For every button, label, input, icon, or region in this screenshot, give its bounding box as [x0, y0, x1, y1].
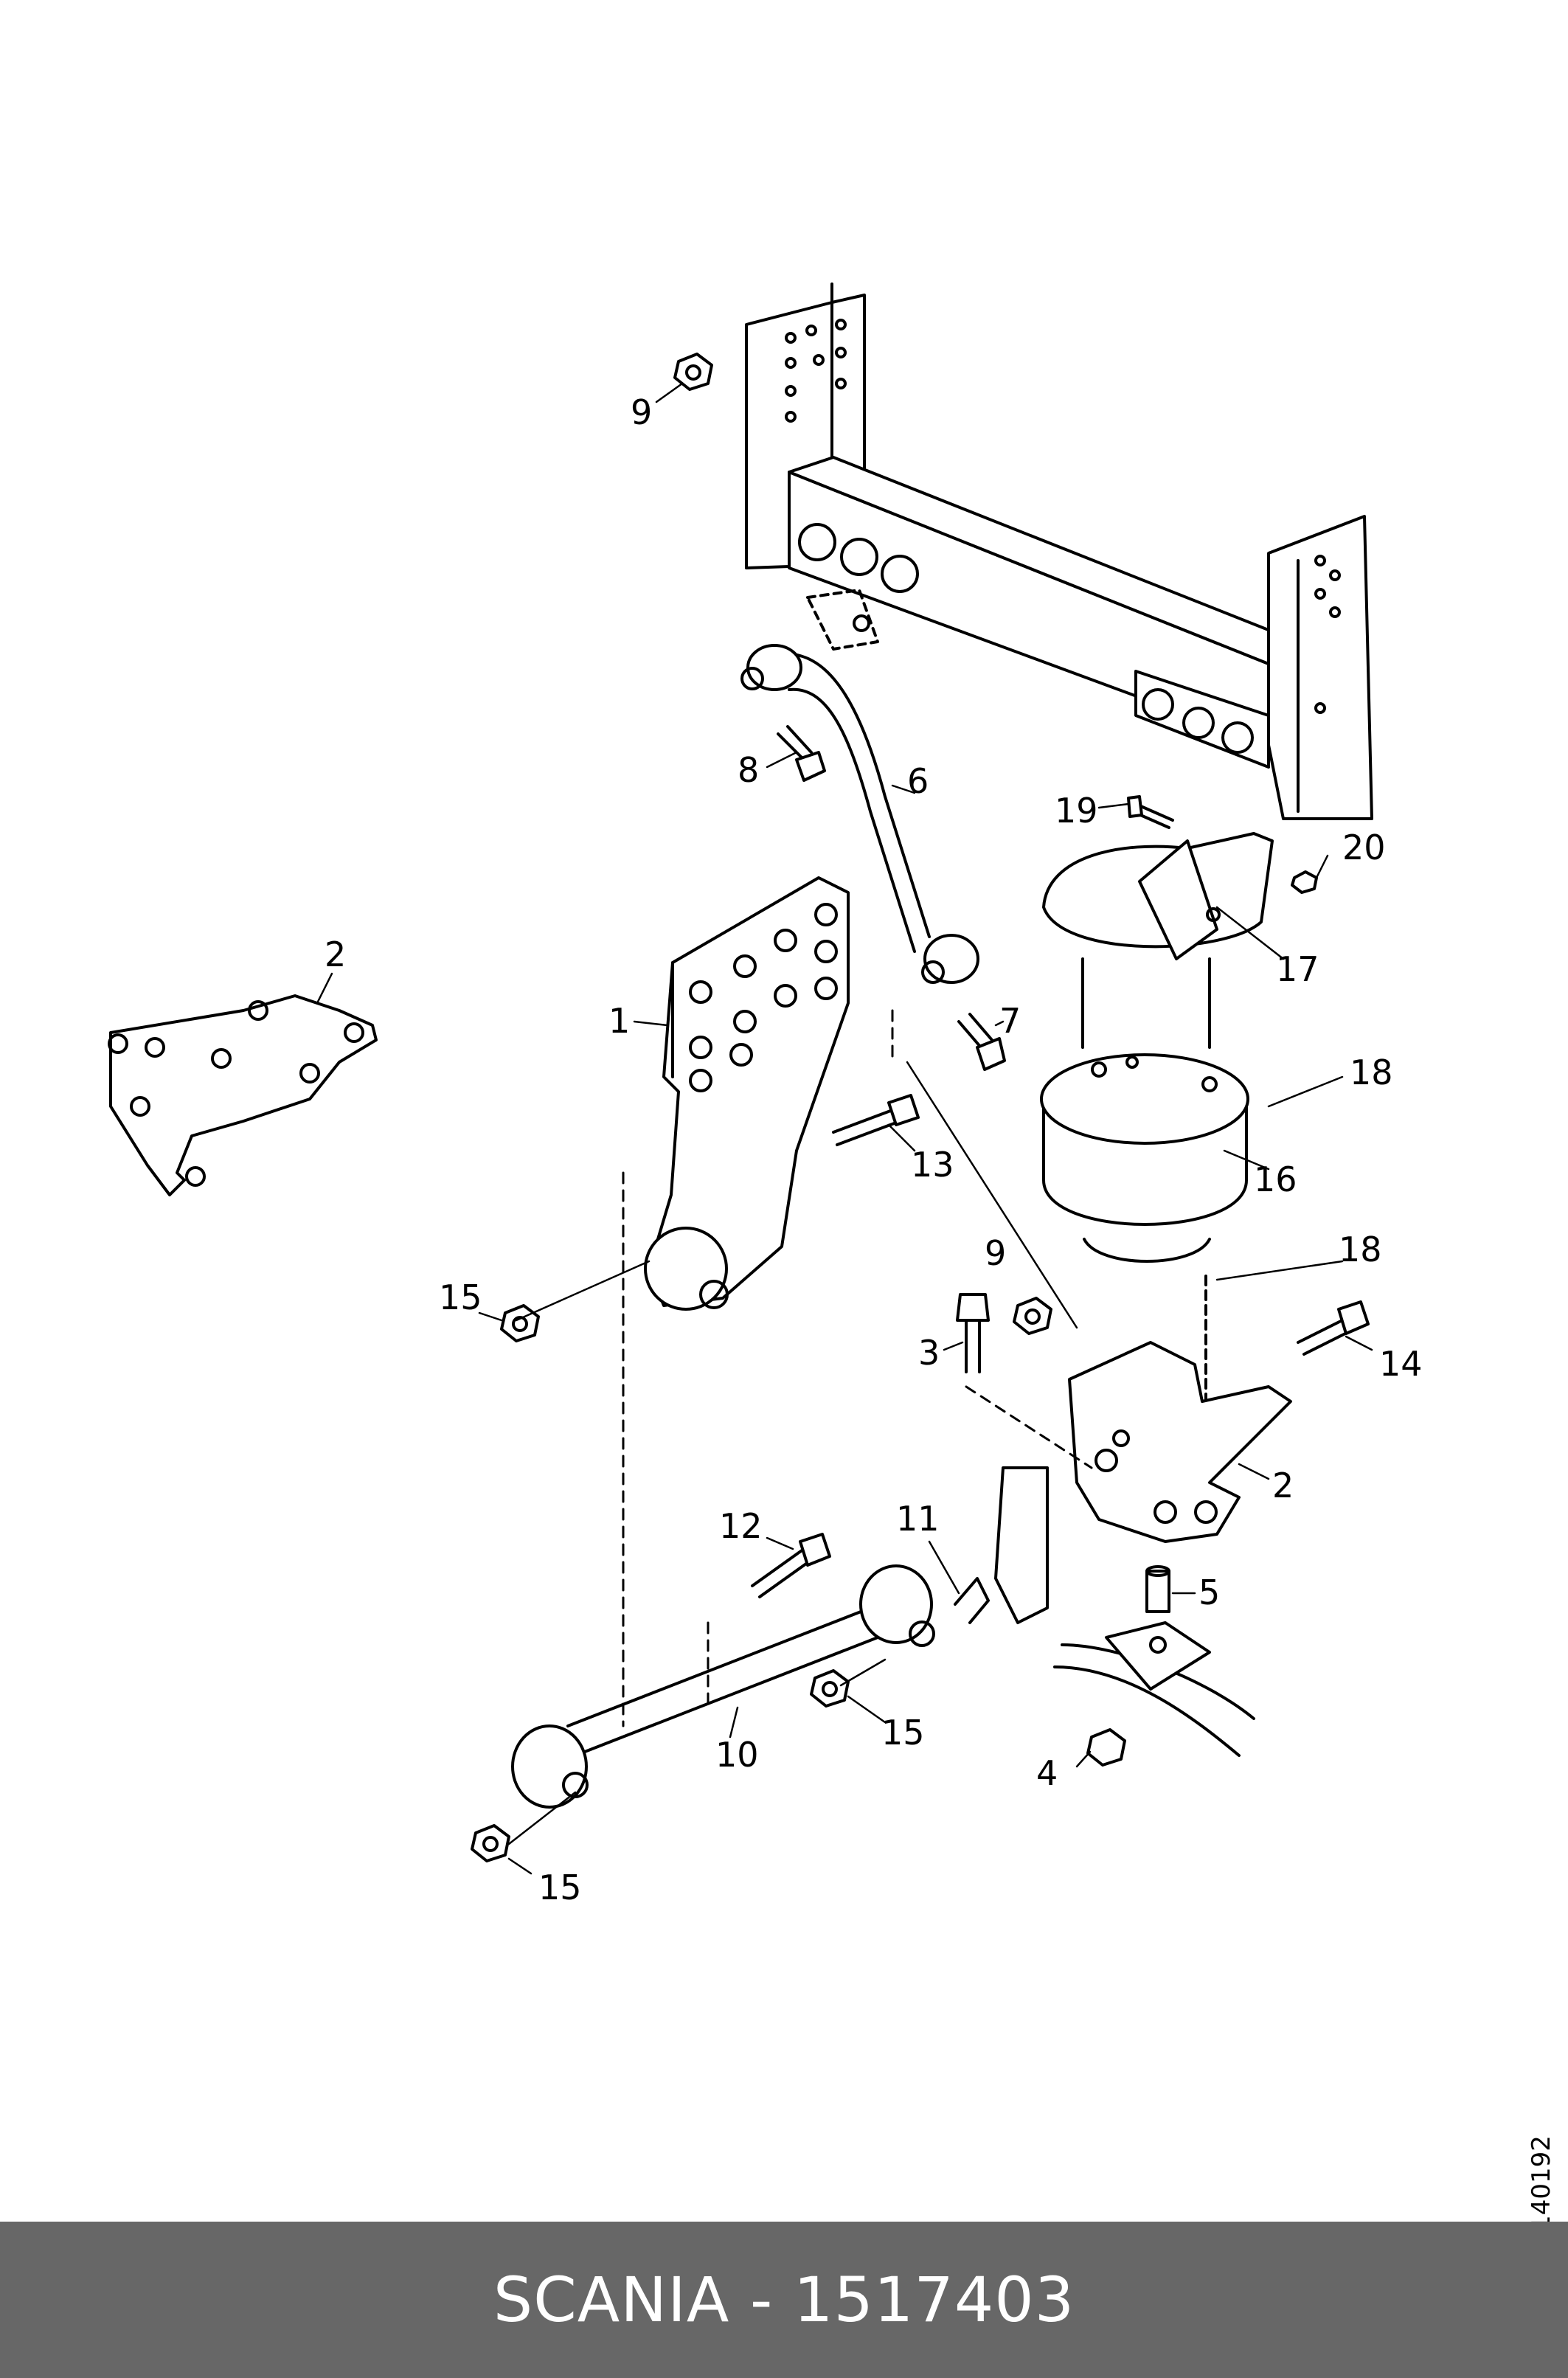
axle-bracket-2-right	[994, 1341, 1292, 1624]
nut-4	[1086, 1728, 1126, 1767]
bolt-7	[957, 1013, 1006, 1071]
callout-11: 11	[896, 1499, 940, 1539]
nut-9-mid	[1013, 1297, 1052, 1335]
axle-housing	[1053, 1621, 1255, 1757]
callout-4: 4	[1036, 1753, 1058, 1793]
callout-2-left: 2	[325, 935, 346, 974]
callout-14: 14	[1379, 1344, 1423, 1384]
nut-15-bot	[471, 1824, 510, 1862]
callout-10: 10	[715, 1735, 759, 1775]
footer-part-number: SCANIA - 1517403	[493, 2264, 1075, 2336]
callout-12: 12	[719, 1506, 763, 1546]
callout-5: 5	[1198, 1573, 1220, 1612]
callout-15-low: 15	[881, 1713, 925, 1753]
nut-20	[1291, 870, 1318, 894]
nut-15-low	[810, 1669, 850, 1708]
footer-bar: SCANIA - 1517403	[0, 2222, 1568, 2378]
callout-18-top: 18	[1350, 1053, 1393, 1092]
callout-8: 8	[738, 750, 759, 790]
cross-member-frame	[745, 282, 1373, 820]
callout-20: 20	[1342, 828, 1386, 867]
bracket-1	[644, 876, 850, 1311]
nut-15-mid	[500, 1304, 540, 1342]
reference-code-text: 140192	[1527, 2135, 1556, 2231]
exploded-parts-diagram: 9 8 6 19 20 17 2 1 7 18 13 16 15 9 18 3 …	[108, 282, 1423, 1907]
callout-15-bot: 15	[538, 1868, 582, 1907]
bolt-12	[751, 1533, 831, 1598]
callout-2-right: 2	[1272, 1466, 1294, 1505]
bolt-3	[956, 1293, 990, 1373]
air-spring-16	[1040, 957, 1249, 1432]
callout-18-bot: 18	[1339, 1230, 1382, 1269]
torque-rod	[740, 644, 979, 984]
air-spring-plate-17	[1042, 832, 1274, 960]
callout-13: 13	[911, 1145, 954, 1185]
callout-15-mid: 15	[439, 1278, 482, 1317]
bracket-2-left	[108, 994, 378, 1196]
callout-9-mid: 9	[985, 1233, 1006, 1273]
callout-17: 17	[1276, 949, 1319, 989]
spacer-5	[1145, 1565, 1170, 1613]
callout-labels: 9 8 6 19 20 17 2 1 7 18 13 16 15 9 18 3 …	[325, 392, 1423, 1907]
callout-3: 3	[918, 1333, 940, 1373]
bolt-8	[777, 725, 826, 782]
bolt-14	[1297, 1300, 1370, 1356]
callout-16: 16	[1254, 1159, 1297, 1199]
callout-9-top: 9	[631, 392, 652, 432]
nut-9-top	[673, 353, 713, 391]
bolt-13	[832, 1094, 920, 1146]
callout-7: 7	[999, 1001, 1021, 1041]
clip-11	[954, 1577, 990, 1624]
callout-1: 1	[608, 1001, 630, 1041]
callout-6: 6	[907, 761, 929, 801]
reaction-rod-10	[511, 1564, 935, 1809]
callout-19: 19	[1055, 791, 1098, 831]
bolt-19	[1127, 795, 1174, 829]
